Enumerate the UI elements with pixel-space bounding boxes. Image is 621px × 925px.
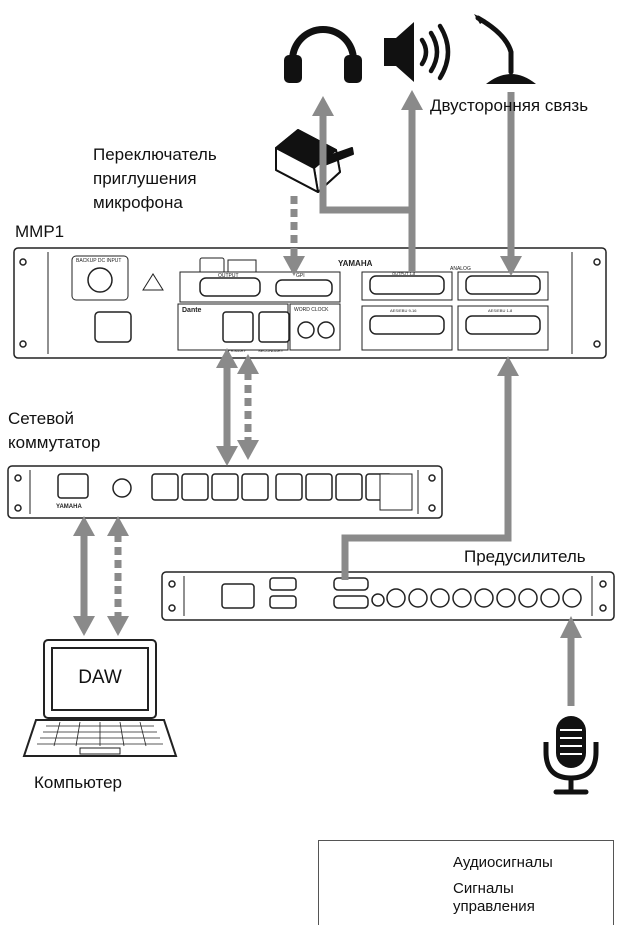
headphones-icon [284, 26, 362, 83]
laptop-icon [22, 639, 178, 757]
legend-audio-label: Аудиосигналы [453, 854, 553, 871]
network-switch-device [7, 465, 443, 519]
network-switch-label: Сетевой коммутатор [8, 409, 101, 452]
audio-arrows [80, 92, 575, 706]
arrowhead-speaker [401, 90, 423, 110]
mmp1-brand: YAMAHA [338, 259, 373, 268]
backup-dc-label: BACKUP DC INPUT [76, 258, 121, 264]
control-arrows [114, 196, 298, 618]
preamp-to-mmp1-line [341, 374, 512, 580]
preamp-device [161, 571, 615, 621]
legend-control-label: Сигналы управления [453, 880, 535, 915]
arrowhead-laptop-down-ctrl [107, 616, 129, 636]
arrowhead-preamp [560, 616, 582, 638]
computer-label: Компьютер [34, 773, 122, 792]
daw-label: DAW [78, 667, 122, 688]
device-labels: YAMAHA BACKUP DC INPUT Dante WORD CLOCK … [56, 258, 513, 510]
mmp1-label: MMP1 [15, 222, 65, 241]
foot-switch-icon [275, 129, 354, 193]
arrowhead-mmp1-up-ctrl [237, 354, 259, 374]
legend-box: Аудиосигналы Сигналы управления [318, 840, 614, 925]
arrowhead-mmp1-bottom [497, 356, 519, 376]
word-clock-label: WORD CLOCK [294, 307, 329, 313]
arrowhead-switch-up [73, 516, 95, 536]
dante-label: Dante [182, 307, 202, 314]
arrowhead-switch-up-ctrl [107, 516, 129, 536]
gpi-label: GPI [296, 273, 305, 279]
arrowhead-switch-down-ctrl [237, 440, 259, 460]
mute-switch-label: Переключатель приглушения микрофона [93, 145, 217, 212]
mmp1-device [13, 247, 607, 359]
speaker-icon [384, 22, 451, 82]
secondary-label: SECONDARY [258, 348, 284, 353]
arrowhead-mmp1-up [216, 348, 238, 368]
primary-label: PRIMARY [228, 348, 246, 353]
switch-brand: YAMAHA [56, 504, 82, 510]
bidirectional-label: Двусторонняя связь [430, 96, 589, 115]
output-to-headphones-line [319, 114, 416, 272]
analog-label: ANALOG [450, 266, 471, 272]
output-label: OUTPUT [218, 273, 239, 279]
arrowheads [73, 90, 582, 638]
arrowhead-switch-down [216, 446, 238, 466]
output-in-label: OUTPUT 1-8 [392, 271, 416, 276]
arrowhead-headphones [312, 96, 334, 116]
preamp-label: Предусилитель [464, 547, 586, 566]
studio-microphone-icon [543, 716, 599, 795]
aes1-label: AES/EBU 9-16 [390, 308, 417, 313]
arrowhead-mmp1-in [500, 256, 522, 276]
aes2-label: AES/EBU 1-8 [488, 308, 513, 313]
arrowhead-laptop-down [73, 616, 95, 636]
desk-microphone-icon [474, 14, 536, 84]
arrowhead-footswitch [283, 256, 305, 276]
